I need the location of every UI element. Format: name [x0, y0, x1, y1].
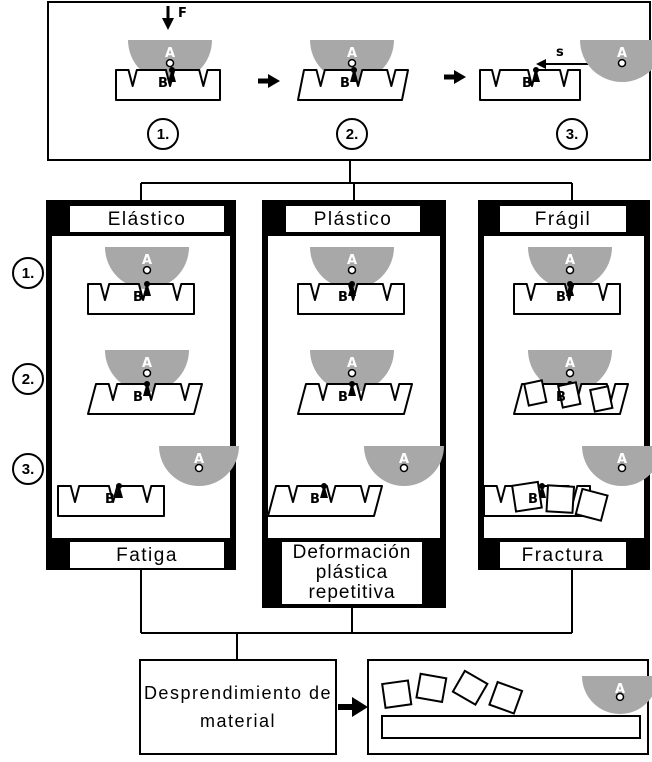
surface-block: [115, 69, 221, 101]
surface-block: [87, 283, 195, 315]
surface-block: [87, 383, 203, 415]
indenter-a: [105, 350, 189, 392]
slip-label: s: [556, 45, 564, 60]
indenter-a: [580, 40, 652, 82]
indenter-a: [159, 446, 239, 486]
fragment: [510, 480, 543, 513]
surface-block: [479, 69, 581, 101]
label-b: B: [158, 76, 168, 91]
fragment: [589, 385, 614, 413]
asperity-b: [143, 381, 151, 396]
step-marker: 1.: [147, 118, 179, 150]
indenter-a: [582, 446, 652, 486]
surface-block: [381, 715, 641, 739]
label-a: A: [617, 452, 628, 467]
indenter-a: [582, 676, 652, 714]
label-a: A: [347, 46, 358, 62]
fragment: [523, 379, 548, 407]
label-b: B: [338, 390, 348, 405]
surface-block: [513, 283, 621, 315]
label-b: B: [556, 290, 566, 305]
debris-particle: [488, 680, 524, 715]
fragment: [557, 381, 582, 409]
step-marker: 2.: [12, 363, 44, 395]
label-a: A: [347, 253, 358, 269]
label-b: B: [340, 76, 350, 91]
surface-block: [297, 383, 413, 415]
step-marker: 3.: [12, 453, 44, 485]
label-b: B: [105, 492, 115, 507]
label-a: A: [399, 452, 410, 467]
indenter-a: [528, 350, 612, 392]
asperity-b: [115, 483, 123, 498]
label-a: A: [565, 253, 576, 269]
column-title-elastic: Elástico: [70, 206, 224, 232]
step-marker: 3.: [556, 118, 588, 150]
indenter-a: [105, 247, 189, 289]
column-result-plastic: Deformación plástica repetitiva: [282, 542, 422, 604]
label-b: B: [310, 492, 320, 507]
asperity-b: [320, 483, 328, 498]
asperity-b: [143, 281, 151, 296]
surface-block: [297, 69, 409, 101]
outcome-label: Desprendimiento de material: [142, 676, 334, 738]
label-a: A: [165, 46, 176, 62]
label-b: B: [338, 290, 348, 305]
debris-particle: [415, 672, 448, 704]
asperity-b: [350, 67, 358, 82]
surface-block: [297, 283, 405, 315]
label-a: A: [142, 253, 153, 269]
arrow-icon: [444, 70, 466, 84]
asperity-b: [348, 281, 356, 296]
label-a: A: [347, 356, 358, 372]
label-b: B: [133, 290, 143, 305]
asperity-b: [348, 381, 356, 396]
fragment: [574, 487, 609, 522]
fragment: [545, 484, 576, 514]
column-result-elastic: Fatiga: [70, 542, 224, 568]
column-result-fragile: Fractura: [500, 542, 626, 568]
asperity-b: [566, 281, 574, 296]
label-b: B: [133, 390, 143, 405]
asperity-b: [532, 67, 540, 82]
force-label: F: [178, 6, 187, 21]
step-marker: 2.: [336, 118, 368, 150]
arrow-icon: [352, 697, 368, 717]
column-title-fragile: Frágil: [500, 206, 626, 232]
indenter-a: [310, 247, 394, 289]
arrow-icon: [258, 74, 280, 88]
label-a: A: [142, 356, 153, 372]
label-b: B: [522, 76, 532, 91]
force-arrow-icon: [162, 6, 174, 30]
label-a: A: [194, 452, 205, 467]
debris-particle: [451, 669, 489, 707]
indenter-a: [364, 446, 444, 486]
label-a: A: [565, 356, 576, 372]
indenter-a: [528, 247, 612, 289]
label-b: B: [556, 390, 566, 405]
label-a: A: [615, 681, 626, 697]
indenter-a: [310, 350, 394, 392]
step-marker: 1.: [12, 257, 44, 289]
label-b: B: [528, 492, 538, 507]
debris-particle: [381, 679, 413, 709]
surface-block: [57, 485, 165, 517]
asperity-b: [168, 67, 176, 82]
column-title-plastic: Plástico: [286, 206, 420, 232]
label-a: A: [617, 46, 628, 62]
surface-block: [267, 485, 383, 517]
